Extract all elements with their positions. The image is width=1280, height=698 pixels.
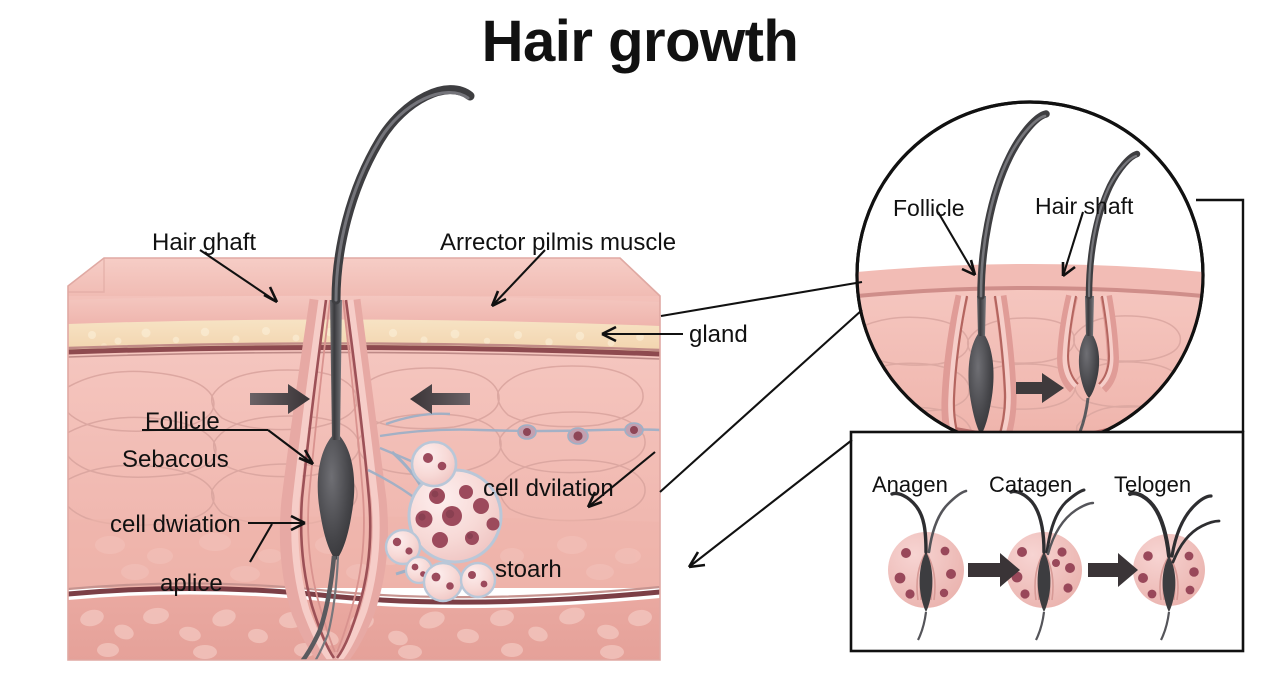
magnifier-connectors — [659, 280, 863, 493]
cycle-stage-telogen — [1128, 491, 1221, 641]
label-inset-hair-shaft: Hair shaft — [1035, 193, 1134, 219]
cycle-arrow-1 — [968, 553, 1020, 587]
cycle-stage-catagen — [1006, 488, 1095, 641]
label-aplice: aplice — [160, 570, 223, 597]
inset-transition-arrow — [1016, 373, 1064, 403]
hair-shaft-emergent — [331, 85, 475, 305]
skin-block — [67, 257, 661, 661]
label-hair-ghaft: Hair ghaft — [152, 229, 257, 256]
label-stage-anagen: Anagen — [872, 472, 948, 497]
label-cell-dwiation: cell dwiation — [110, 511, 241, 538]
arrow-left-dermis — [410, 384, 470, 414]
panel-connector — [687, 439, 853, 569]
panel-bracket — [1196, 198, 1245, 432]
label-stoarh: stoarh — [495, 556, 562, 583]
label-stage-telogen: Telogen — [1114, 472, 1192, 497]
sebaceous-gland-cluster — [384, 440, 503, 603]
inset-follicle-right — [1056, 294, 1120, 433]
label-stage-catagen: Catagen — [989, 472, 1073, 497]
label-cell-dvilation: cell dvilation — [483, 475, 614, 502]
label-arrector-pilmis-muscle: Arrector pilmis muscle — [440, 229, 677, 256]
arrow-right-dermis — [250, 384, 310, 414]
cycle-arrow-2 — [1088, 553, 1138, 587]
inset-hairs-emergent — [977, 110, 1141, 300]
label-follicle-main: Follicle — [145, 408, 220, 435]
leader-lines-main — [142, 249, 683, 563]
inset-leader-lines — [937, 211, 1085, 278]
follicle-sheath — [279, 298, 388, 660]
label-sebacous: Sebacous — [122, 446, 229, 473]
cycle-stage-anagen — [888, 489, 968, 641]
label-gland: gland — [689, 321, 748, 348]
page-title: Hair growth — [481, 9, 799, 74]
magnifier-circle — [855, 100, 1205, 450]
hair-bulb — [317, 432, 355, 560]
label-inset-follicle: Follicle — [893, 195, 965, 221]
